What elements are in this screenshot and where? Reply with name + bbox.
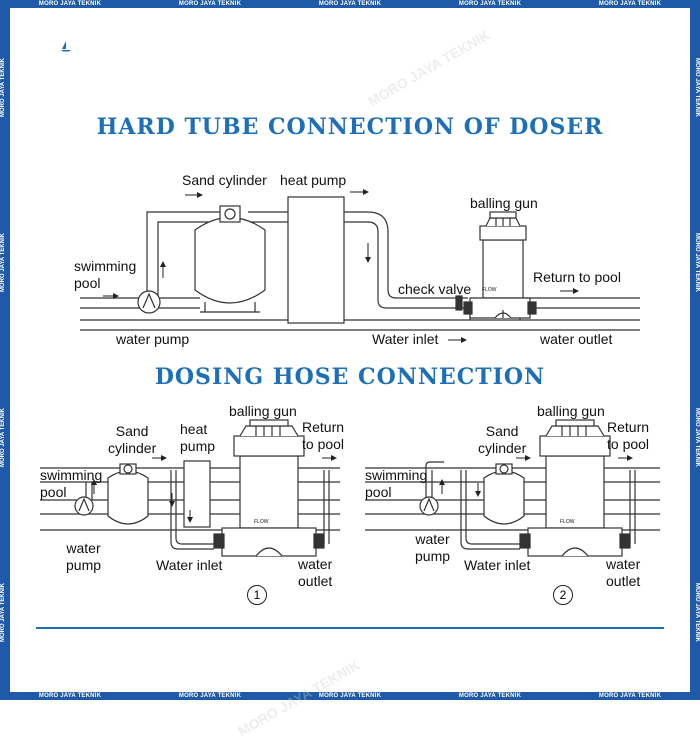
label-sand-cylinder: Sand cylinder <box>182 172 267 188</box>
watermark-text: MORO JAYA TEKNIK <box>458 1 522 7</box>
watermark-strip-bottom: MORO JAYA TEKNIK MORO JAYA TEKNIK MORO J… <box>0 692 700 700</box>
label-balling-gun: balling gun <box>229 403 297 419</box>
label-balling-gun: balling gun <box>470 195 538 211</box>
label-heat-pump: heat pump <box>280 172 347 188</box>
sand-cylinder-shape <box>107 470 149 525</box>
dosing-hose-inlet <box>465 470 520 545</box>
label-water-outlet: water outlet <box>606 556 641 589</box>
label-heat-pump: heat pump <box>180 421 216 454</box>
balling-gun-base <box>527 527 623 557</box>
sand-cylinder-valve <box>219 205 241 223</box>
balling-gun-cap <box>233 435 305 457</box>
label-swimming-pool: swimming pool <box>74 258 137 291</box>
watermark-text: MORO JAYA TEKNIK <box>694 407 700 467</box>
label-swimming-pool: swimming pool <box>365 467 428 500</box>
device-brand-label: FLOW <box>560 519 575 525</box>
label-water-pump: water pump <box>66 540 102 573</box>
balling-gun-body <box>545 455 605 529</box>
sand-cylinder-valve-knob <box>224 208 236 220</box>
frame-top <box>0 0 700 8</box>
diagram-number-1: 1 <box>247 585 267 605</box>
balling-gun-body <box>482 239 524 299</box>
pipe <box>146 211 220 296</box>
label-water-outlet: water outlet <box>298 556 333 589</box>
frame-left <box>0 0 10 700</box>
diagram-2-arrows <box>439 455 633 497</box>
watermark-text: MORO JAYA TEKNIK <box>38 1 102 7</box>
diagram-2 <box>365 419 660 557</box>
diagram-number-2: 2 <box>553 585 573 605</box>
sand-cylinder-shape <box>483 470 525 525</box>
dosing-hose-inlet <box>175 470 214 545</box>
label-return-to-pool: Return to pool <box>533 269 621 285</box>
balling-gun-cap <box>539 435 611 457</box>
label-sand-cylinder: Sand cylinder <box>108 423 157 456</box>
pipe <box>367 221 468 309</box>
frame-bottom <box>0 692 700 700</box>
plumbing-diagrams <box>40 189 660 557</box>
label-check-valve: check valve <box>398 281 472 297</box>
watermark-strip-top: MORO JAYA TEKNIK MORO JAYA TEKNIK MORO J… <box>0 0 700 8</box>
watermark-text: MORO JAYA TEKNIK <box>38 693 102 699</box>
watermark-strip-right: MORO JAYA TEKNIK MORO JAYA TEKNIK MORO J… <box>690 0 700 700</box>
label-water-inlet: Water inlet <box>464 557 531 573</box>
top-diagram <box>80 196 640 331</box>
device-brand-label: FLOW <box>482 287 497 293</box>
pipe <box>367 211 468 299</box>
label-water-inlet: Water inlet <box>372 331 439 347</box>
label-water-pump: water pump <box>415 531 451 564</box>
watermark-text: MORO JAYA TEKNIK <box>178 1 242 7</box>
watermark-text: MORO JAYA TEKNIK <box>318 693 382 699</box>
watermark-text: MORO JAYA TEKNIK <box>458 693 522 699</box>
diagram-1-arrows <box>91 455 337 523</box>
label-return-to-pool: Return to pool <box>607 419 650 452</box>
watermark-text: MORO JAYA TEKNIK <box>178 693 242 699</box>
sand-cylinder-shape <box>194 217 266 304</box>
watermark-text: MORO JAYA TEKNIK <box>598 1 662 7</box>
heat-pump-box <box>287 196 345 324</box>
balling-gun-cap <box>479 225 527 241</box>
label-water-inlet: Water inlet <box>156 557 223 573</box>
sailboat-logo-icon <box>61 41 71 52</box>
top-flow-arrows <box>103 189 579 343</box>
watermark-text: MORO JAYA TEKNIK <box>694 232 700 292</box>
device-brand-label: FLOW <box>254 519 269 525</box>
heat-pump-box <box>183 460 211 528</box>
watermark-text: MORO JAYA TEKNIK <box>318 1 382 7</box>
label-sand-cylinder: Sand cylinder <box>478 423 527 456</box>
watermark-text: MORO JAYA TEKNIK <box>598 693 662 699</box>
bottom-divider <box>36 627 664 629</box>
label-water-pump: water pump <box>116 331 190 347</box>
label-swimming-pool: swimming pool <box>40 467 103 500</box>
watermark-text: MORO JAYA TEKNIK <box>694 57 700 117</box>
check-valve-shape <box>455 295 463 311</box>
pipe <box>157 221 220 296</box>
water-pump-impeller <box>142 292 156 309</box>
frame-right <box>690 0 700 700</box>
heading-hard-tube: HARD TUBE CONNECTION OF DOSER <box>96 114 604 140</box>
watermark-text: MORO JAYA TEKNIK <box>694 582 700 642</box>
label-water-outlet: water outlet <box>540 331 613 347</box>
balling-gun-body <box>239 455 299 529</box>
label-balling-gun: balling gun <box>537 403 605 419</box>
label-return-to-pool: Return to pool <box>302 419 345 452</box>
heading-dosing-hose: DOSING HOSE CONNECTION <box>154 364 546 390</box>
diagram-1 <box>40 419 340 557</box>
